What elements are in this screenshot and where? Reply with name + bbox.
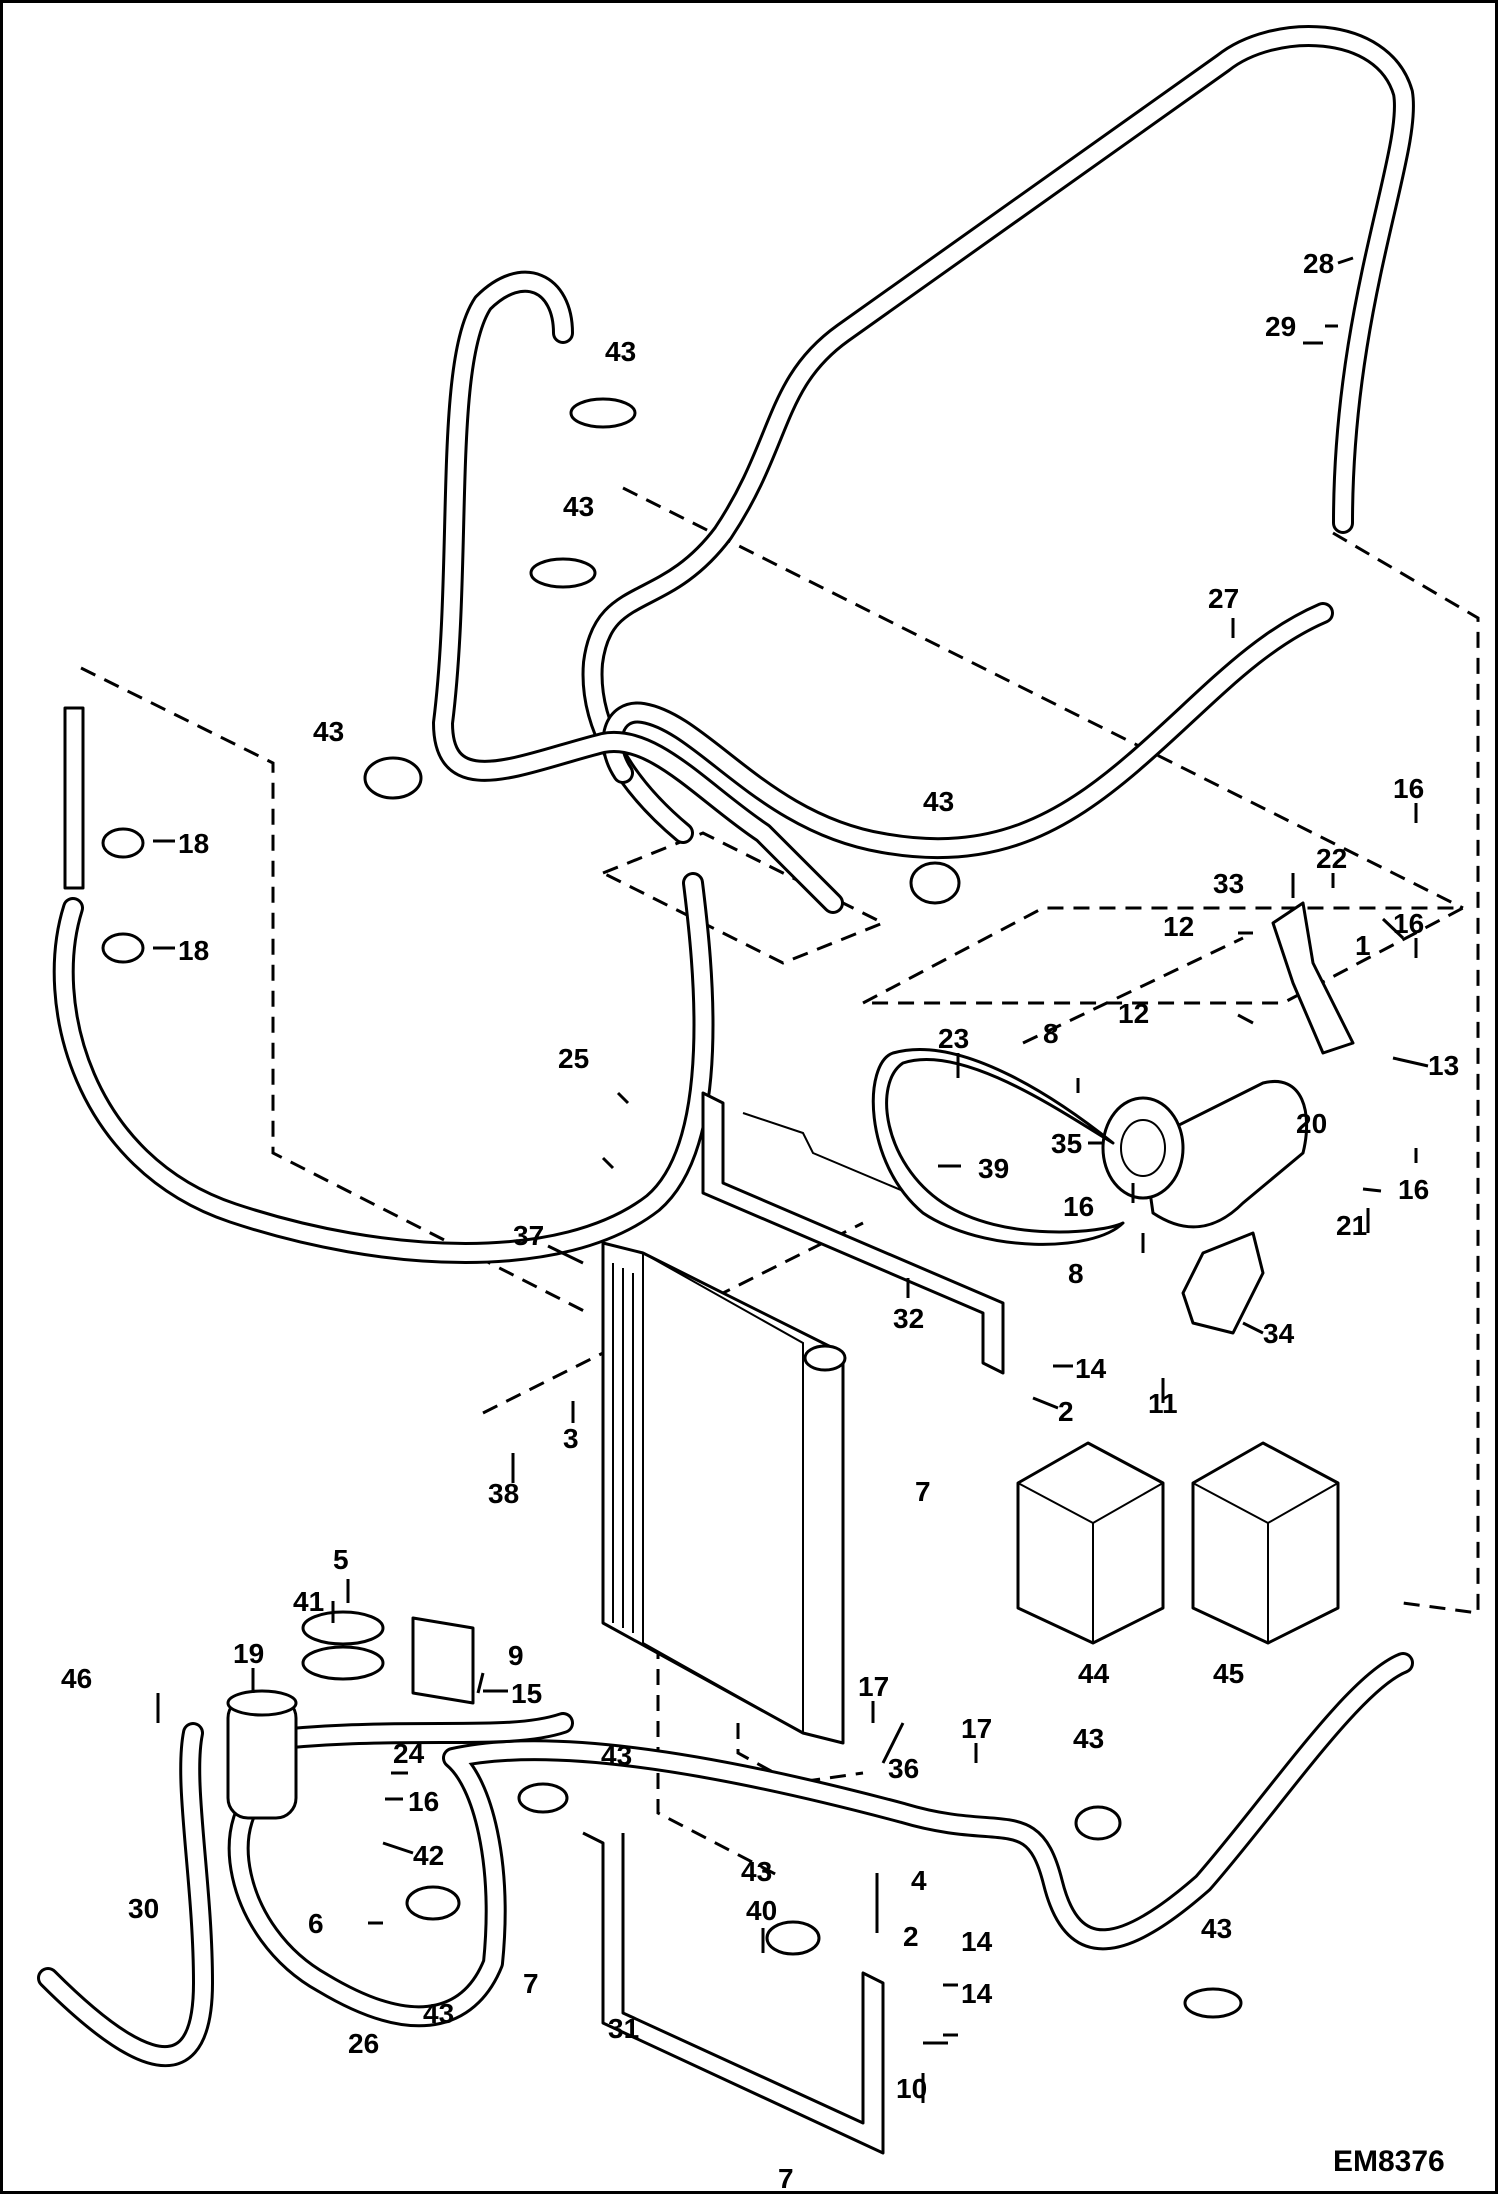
callout-46: 46 — [61, 1663, 92, 1694]
leader-lines — [153, 256, 1429, 2103]
callout-30: 30 — [128, 1893, 159, 1924]
callout-29: 29 — [1265, 311, 1296, 342]
callout-42: 42 — [413, 1840, 444, 1871]
callout-33: 33 — [1213, 868, 1244, 899]
callout-18: 18 — [178, 828, 209, 859]
callout-17: 17 — [961, 1713, 992, 1744]
callout-12: 12 — [1118, 998, 1149, 1029]
callout-39: 39 — [978, 1153, 1009, 1184]
callout-23: 23 — [938, 1023, 969, 1054]
drawing-code: EM8376 — [1333, 2145, 1445, 2178]
kit-boxes — [1016, 1441, 1340, 1645]
brackets-33-34 — [1181, 901, 1355, 1335]
callout-36: 36 — [888, 1753, 919, 1784]
callout-3: 3 — [563, 1423, 579, 1454]
callout-15: 15 — [511, 1678, 542, 1709]
callout-17: 17 — [858, 1671, 889, 1702]
callout-6: 6 — [308, 1908, 324, 1939]
callout-19: 19 — [233, 1638, 264, 1669]
callout-2: 2 — [1058, 1396, 1074, 1427]
callout-37: 37 — [513, 1220, 544, 1251]
callout-24: 24 — [393, 1738, 425, 1769]
callout-43: 43 — [605, 336, 636, 367]
callout-16: 16 — [408, 1786, 439, 1817]
callout-35: 35 — [1051, 1128, 1082, 1159]
callout-21: 21 — [1336, 1210, 1367, 1241]
callout-14: 14 — [961, 1926, 993, 1957]
callout-38: 38 — [488, 1478, 519, 1509]
callout-31: 31 — [608, 2013, 639, 2044]
callout-7: 7 — [778, 2163, 794, 2194]
callout-9: 9 — [508, 1640, 524, 1671]
callout-40: 40 — [746, 1895, 777, 1926]
callout-45: 45 — [1213, 1658, 1244, 1689]
callout-10: 10 — [896, 2073, 927, 2104]
callout-8: 8 — [1043, 1018, 1059, 1049]
callout-43: 43 — [923, 786, 954, 817]
callout-41: 41 — [293, 1586, 324, 1617]
callout-13: 13 — [1428, 1050, 1459, 1081]
compressor — [871, 1047, 1309, 1246]
callout-18: 18 — [178, 935, 209, 966]
callout-43: 43 — [563, 491, 594, 522]
callout-5: 5 — [333, 1544, 349, 1575]
hose-fitting-left — [63, 706, 85, 890]
callout-16: 16 — [1393, 773, 1424, 804]
callout-20: 20 — [1296, 1108, 1327, 1139]
callout-16: 16 — [1398, 1174, 1429, 1205]
callout-1: 1 — [1355, 930, 1371, 961]
receiver-drier — [226, 1610, 475, 1820]
callout-4: 4 — [911, 1865, 927, 1896]
condenser-32 — [601, 1091, 1005, 1745]
hose-clamps — [101, 397, 1243, 2019]
drive-belt-23 — [871, 1047, 1125, 1246]
callout-43: 43 — [313, 716, 344, 747]
callout-43: 43 — [1073, 1723, 1104, 1754]
hose-28 — [581, 24, 1415, 844]
callout-32: 32 — [893, 1303, 924, 1334]
callout-44: 44 — [1078, 1658, 1110, 1689]
callout-14: 14 — [1075, 1353, 1107, 1384]
hose-assemblies — [37, 24, 1415, 2068]
callout-2: 2 — [903, 1921, 919, 1952]
callout-7: 7 — [523, 1968, 539, 1999]
callout-43: 43 — [1201, 1913, 1232, 1944]
callout-34: 34 — [1263, 1318, 1295, 1349]
callout-16: 16 — [1063, 1191, 1094, 1222]
exploded-parts-diagram: 1 2 2 3 4 5 6 7 7 7 8 8 9 10 11 12 12 13… — [37, 24, 1480, 2194]
callout-28: 28 — [1303, 248, 1334, 279]
hose-25 — [52, 872, 715, 1264]
callout-labels: 1 2 2 3 4 5 6 7 7 7 8 8 9 10 11 12 12 13… — [61, 248, 1459, 2194]
callout-26: 26 — [348, 2028, 379, 2059]
callout-43: 43 — [601, 1740, 632, 1771]
callout-25: 25 — [558, 1043, 589, 1074]
bracket-31 — [582, 1831, 885, 2155]
callout-12: 12 — [1163, 911, 1194, 942]
callout-16: 16 — [1393, 908, 1424, 939]
callout-27: 27 — [1208, 583, 1239, 614]
callout-43: 43 — [423, 1998, 454, 2029]
callout-11: 11 — [1148, 1388, 1178, 1419]
callout-14: 14 — [961, 1978, 993, 2009]
callout-22: 22 — [1316, 843, 1347, 874]
callout-8: 8 — [1068, 1258, 1084, 1289]
callout-43: 43 — [741, 1856, 772, 1887]
callout-7: 7 — [915, 1476, 931, 1507]
